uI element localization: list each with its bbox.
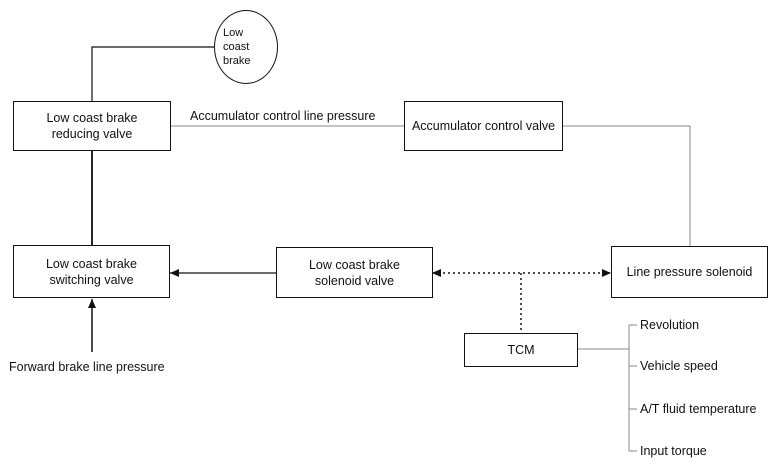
tcm-input-revolution: Revolution — [640, 318, 700, 332]
tcm-input-input-torque: Input torque — [640, 444, 707, 458]
line-accumulator-to-solenoid — [563, 125, 691, 246]
line-pressure-solenoid-node: Line pressure solenoid — [611, 246, 768, 298]
tcm-input-vehicle-speed: Vehicle speed — [640, 359, 718, 373]
accumulator-control-valve-label: Accumulator control valve — [411, 119, 556, 133]
reducing-valve-node: Low coast brake reducing valve — [13, 101, 171, 151]
solenoid-valve-label: Low coast brake solenoid valve — [308, 257, 401, 288]
solenoid-valve-node: Low coast brake solenoid valve — [276, 247, 433, 298]
low-coast-brake-node: Low coast brake — [214, 10, 278, 84]
forward-brake-label: Forward brake line pressure — [9, 360, 165, 374]
line-reducing-to-brake — [91, 46, 214, 102]
switching-valve-node: Low coast brake switching valve — [13, 245, 170, 298]
tcm-label: TCM — [507, 343, 535, 357]
line-pressure-solenoid-label: Line pressure solenoid — [626, 265, 753, 279]
tcm-node: TCM — [464, 333, 578, 367]
accumulator-control-valve-node: Accumulator control valve — [404, 101, 563, 151]
accumulator-line-label: Accumulator control line pressure — [190, 109, 376, 123]
reducing-valve-label: Low coast brake reducing valve — [46, 111, 138, 141]
tcm-input-fluid-temperature: A/T fluid temperature — [640, 402, 757, 416]
switching-valve-label: Low coast brake switching valve — [45, 256, 138, 287]
low-coast-brake-label: Low coast brake — [223, 27, 251, 67]
